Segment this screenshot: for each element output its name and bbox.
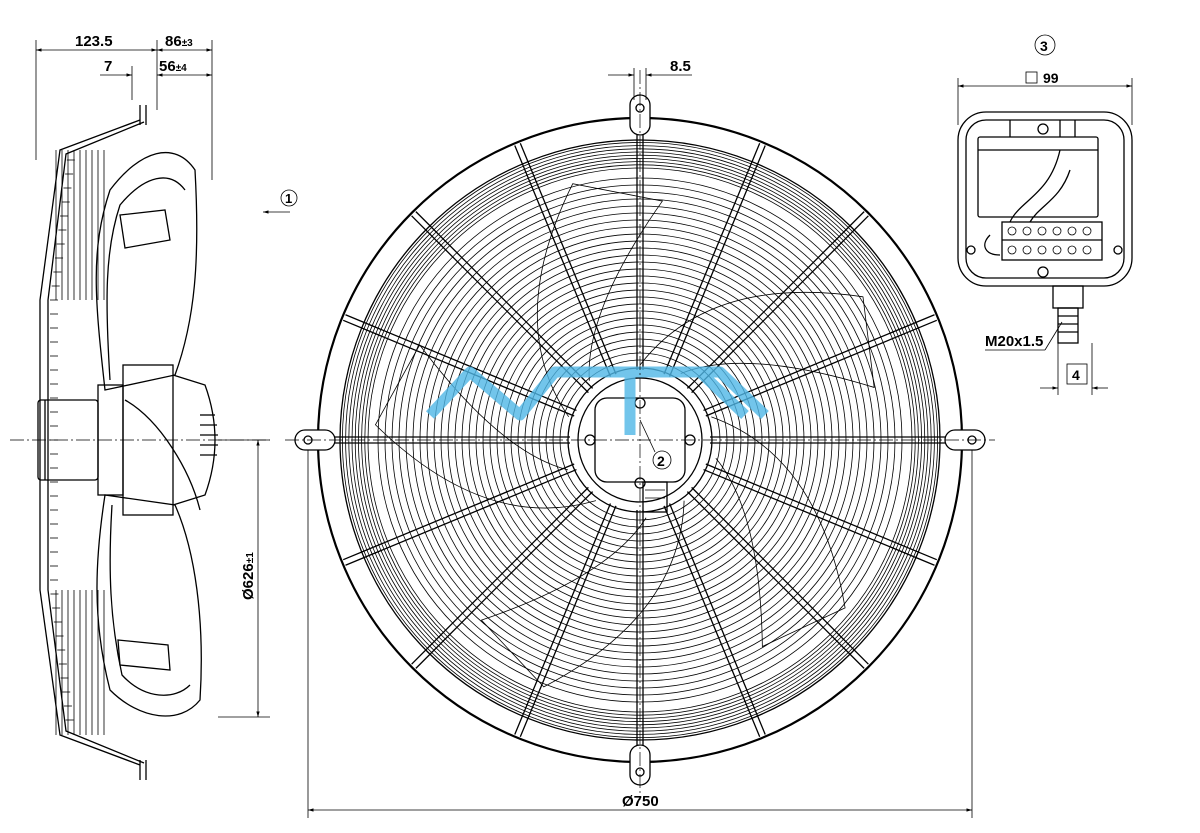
- front-view: 8.5 Ø750 2: [285, 58, 995, 818]
- dim-side-guard: 86: [165, 33, 182, 50]
- callout-1: 1: [285, 191, 292, 206]
- dim-side-offset: 7: [104, 58, 112, 75]
- watermark-logo: [425, 366, 769, 435]
- dim-side-motor-tol: ±4: [176, 63, 187, 74]
- callout-3: 3: [1040, 38, 1048, 54]
- terminal-box-view: 3 99: [957, 34, 1133, 395]
- dim-cable-gland: M20x1.5: [985, 333, 1043, 350]
- callout-4: 4: [1072, 367, 1080, 383]
- dim-side-total: 123.5: [75, 33, 113, 50]
- dim-inner-diameter-tol: ±1: [245, 552, 256, 563]
- dim-outer-diameter: Ø750: [622, 793, 659, 810]
- svg-text:Ø626±1: Ø626±1: [240, 552, 257, 600]
- dim-inner-diameter: Ø626: [240, 563, 257, 600]
- dim-bolt-width: 8.5: [670, 58, 691, 75]
- side-view: 123.5 86±3 7 56±4 Ø626±1 1: [10, 33, 298, 780]
- svg-text:56±4: 56±4: [159, 58, 187, 75]
- svg-text:86±3: 86±3: [165, 33, 193, 50]
- dim-box-size: 99: [1043, 70, 1059, 86]
- dim-side-guard-tol: ±3: [182, 38, 193, 49]
- dim-side-motor: 56: [159, 58, 176, 75]
- callout-2: 2: [657, 453, 665, 469]
